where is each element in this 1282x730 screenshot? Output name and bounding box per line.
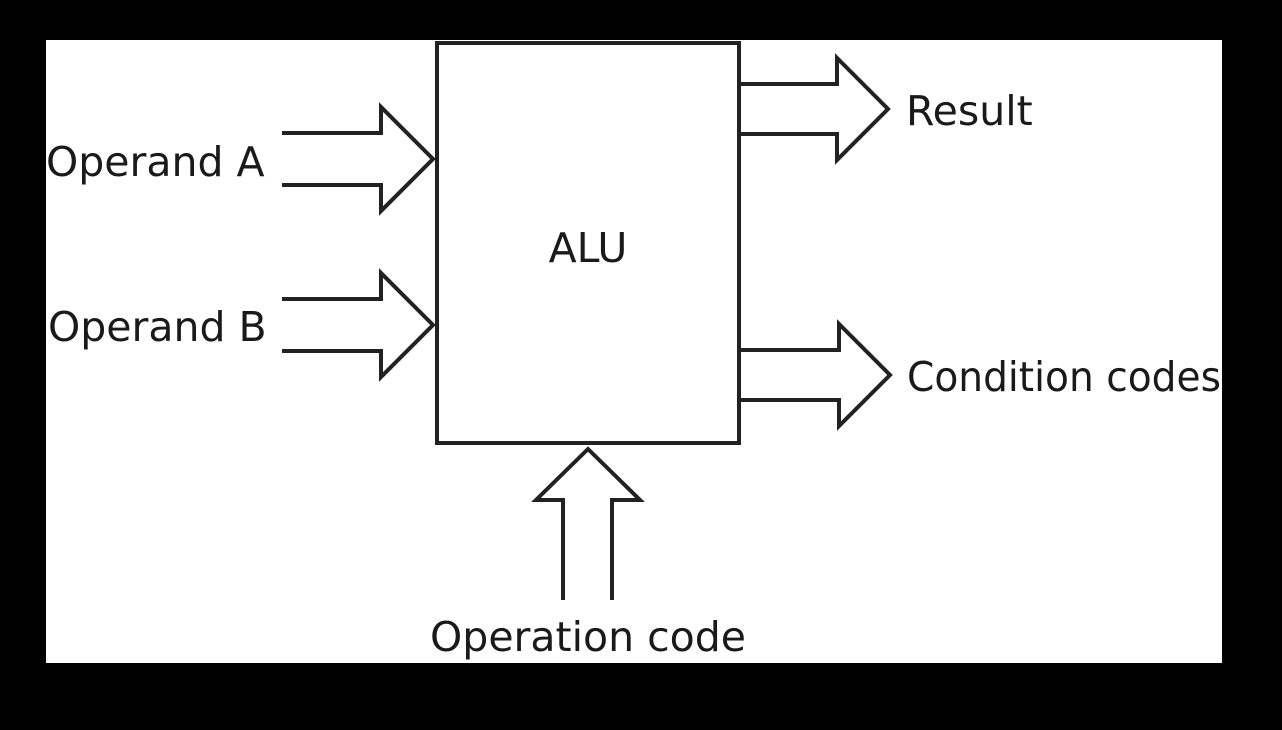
operand-b-arrow bbox=[282, 268, 436, 382]
result-label: Result bbox=[906, 87, 1033, 135]
condition-codes-label: Condition codes bbox=[907, 353, 1221, 401]
operand-a-arrow bbox=[282, 102, 436, 216]
result-arrow bbox=[739, 53, 891, 165]
operation-code-arrow bbox=[531, 446, 645, 600]
operand-a-label: Operand A bbox=[46, 138, 265, 186]
operation-code-label: Operation code bbox=[430, 613, 746, 661]
condition-codes-arrow bbox=[739, 319, 893, 431]
alu-label: ALU bbox=[549, 224, 628, 272]
operand-b-label: Operand B bbox=[48, 303, 267, 351]
alu-block bbox=[435, 41, 741, 445]
